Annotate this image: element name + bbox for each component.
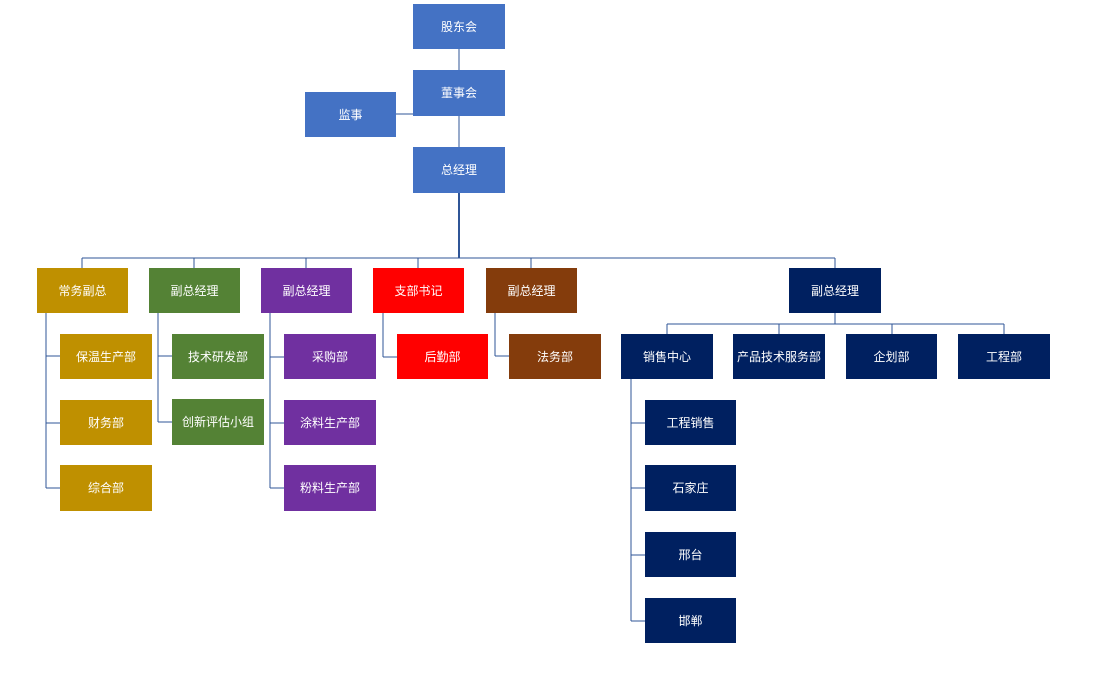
node-supervisor[interactable]: 监事 bbox=[305, 92, 396, 137]
node-general-manager[interactable]: 总经理 bbox=[413, 147, 505, 193]
node-vp-legal[interactable]: 副总经理 bbox=[486, 268, 577, 313]
node-purchasing[interactable]: 采购部 bbox=[284, 334, 376, 379]
node-innovation-group[interactable]: 创新评估小组 bbox=[172, 399, 264, 445]
node-planning[interactable]: 企划部 bbox=[846, 334, 937, 379]
node-engineering-sales[interactable]: 工程销售 bbox=[645, 400, 736, 445]
node-coating-production[interactable]: 涂料生产部 bbox=[284, 400, 376, 445]
node-vp-procurement[interactable]: 副总经理 bbox=[261, 268, 352, 313]
node-shareholders[interactable]: 股东会 bbox=[413, 4, 505, 49]
node-xingtai[interactable]: 邢台 bbox=[645, 532, 736, 577]
node-powder-production[interactable]: 粉料生产部 bbox=[284, 465, 376, 511]
node-logistics[interactable]: 后勤部 bbox=[397, 334, 488, 379]
node-sales-center[interactable]: 销售中心 bbox=[621, 334, 713, 379]
node-rnd[interactable]: 技术研发部 bbox=[172, 334, 264, 379]
node-handan[interactable]: 邯郸 bbox=[645, 598, 736, 643]
node-board[interactable]: 董事会 bbox=[413, 70, 505, 116]
node-product-tech-service[interactable]: 产品技术服务部 bbox=[733, 334, 825, 379]
node-insulation-production[interactable]: 保温生产部 bbox=[60, 334, 152, 379]
node-party-secretary[interactable]: 支部书记 bbox=[373, 268, 464, 313]
node-vp-executive[interactable]: 常务副总 bbox=[37, 268, 128, 313]
node-general-affairs[interactable]: 综合部 bbox=[60, 465, 152, 511]
node-engineering[interactable]: 工程部 bbox=[958, 334, 1050, 379]
node-vp-sales[interactable]: 副总经理 bbox=[789, 268, 881, 313]
node-shijiazhuang[interactable]: 石家庄 bbox=[645, 465, 736, 511]
node-finance[interactable]: 财务部 bbox=[60, 400, 152, 445]
node-vp-technology[interactable]: 副总经理 bbox=[149, 268, 240, 313]
node-legal-dept[interactable]: 法务部 bbox=[509, 334, 601, 379]
